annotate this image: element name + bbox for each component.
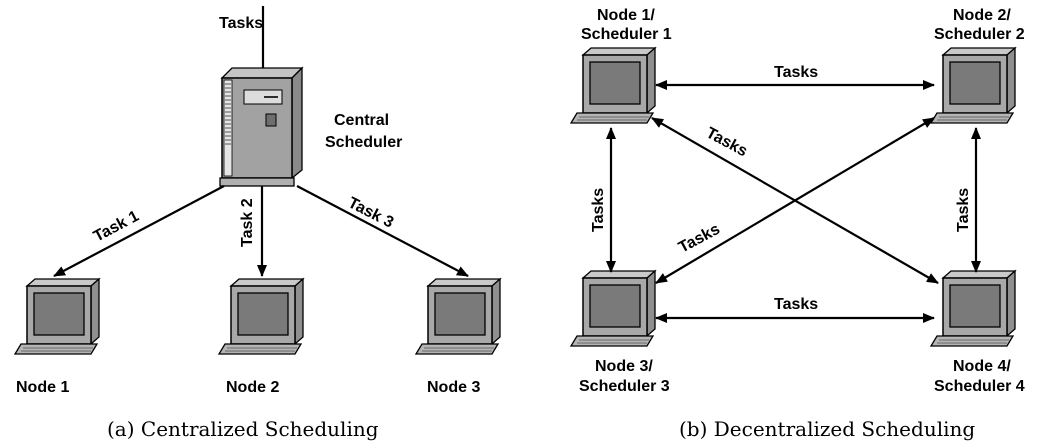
node-1-computer-icon xyxy=(14,278,100,355)
edge-2-3-label: Tasks xyxy=(676,221,723,257)
task-1-label: Task 1 xyxy=(91,208,142,246)
node-1-label-line1: Node 1/ xyxy=(597,7,655,24)
node-2-computer-icon xyxy=(930,47,1016,124)
node-3-label-line1: Node 3/ xyxy=(595,358,653,375)
node-1-label: Node 1 xyxy=(16,379,69,396)
node-3-label-line2: Scheduler 3 xyxy=(579,378,670,395)
edge-1-2-label: Tasks xyxy=(774,64,818,81)
edge-1-4-label: Tasks xyxy=(703,125,750,161)
node-2-label: Node 2 xyxy=(226,379,279,396)
node-2-label-line2: Scheduler 2 xyxy=(934,26,1025,43)
node-4-label-line1: Node 4/ xyxy=(953,358,1011,375)
node-1-label-line2: Scheduler 1 xyxy=(581,26,672,43)
server-icon xyxy=(219,67,303,187)
node-4-label-line2: Scheduler 4 xyxy=(934,378,1025,395)
node-2-computer-icon xyxy=(218,278,304,355)
edge-1-3-label: Tasks xyxy=(590,188,607,232)
node-3-computer-icon xyxy=(415,278,501,355)
central-scheduler-label-line2: Scheduler xyxy=(325,134,402,151)
node-3-label: Node 3 xyxy=(427,379,480,396)
centralized-panel: Tasks Central Scheduler Task 1 Task 2 Ta… xyxy=(14,6,501,441)
central-scheduler-label-line1: Central xyxy=(334,112,389,129)
caption-b: (b) Decentralized Scheduling xyxy=(679,417,975,441)
edge-2-4-label: Tasks xyxy=(955,188,972,232)
edge-2-3-arrow xyxy=(655,117,935,284)
node-2-label-line1: Node 2/ xyxy=(953,7,1011,24)
task-2-label: Task 2 xyxy=(239,198,256,247)
decentralized-panel: Node 1/ Scheduler 1 Node 2/ Scheduler 2 … xyxy=(570,7,1025,441)
edge-3-4-label: Tasks xyxy=(774,296,818,313)
task-3-arrow xyxy=(296,185,469,277)
task-3-label: Task 3 xyxy=(345,194,396,231)
node-3-computer-icon xyxy=(570,270,656,347)
input-tasks-label: Tasks xyxy=(219,15,263,32)
caption-a: (a) Centralized Scheduling xyxy=(107,417,379,441)
node-1-computer-icon xyxy=(570,47,656,124)
task-1-arrow xyxy=(53,185,225,277)
node-4-computer-icon xyxy=(930,270,1016,347)
